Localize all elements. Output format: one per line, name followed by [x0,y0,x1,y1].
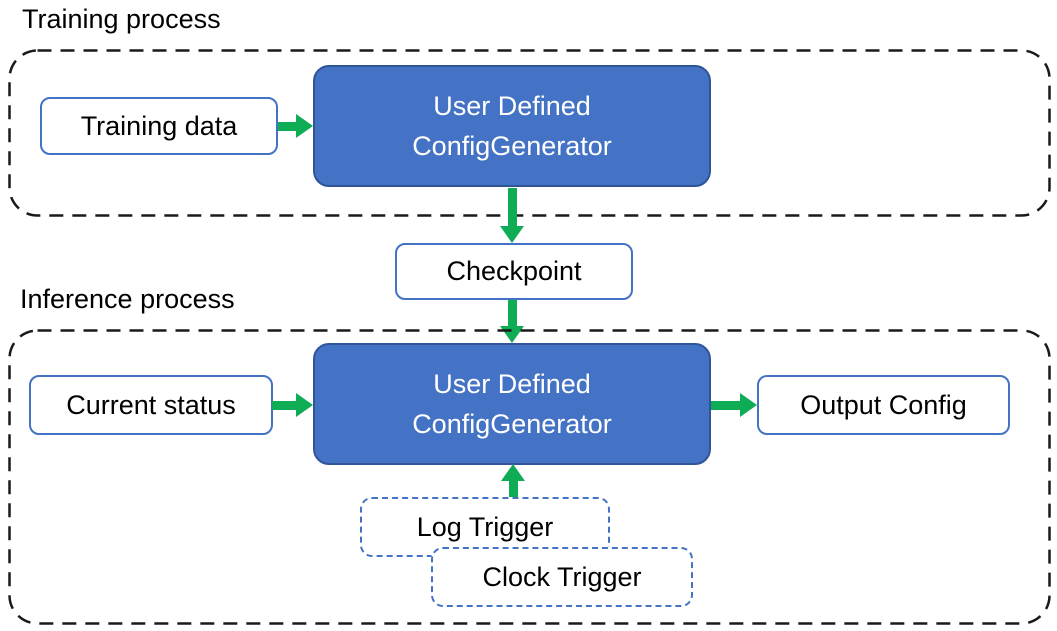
arrow-shaft [508,481,518,498]
generator-label-line2: ConfigGenerator [412,409,612,439]
arrow-head [500,226,524,243]
training-data-label: Training data [80,110,238,141]
arrow-head [740,393,757,417]
inference-config-generator-box: User Defined ConfigGenerator [313,343,711,465]
inference-process-label: Inference process [20,284,235,314]
training-config-generator-box: User Defined ConfigGenerator [313,65,711,187]
log-trigger-label: Log Trigger [416,511,554,542]
training-process-label: Training process [22,4,221,34]
generator-label-line1: User Defined [433,91,591,121]
checkpoint-label: Checkpoint [446,256,582,286]
arrow-head [501,464,525,481]
generator-label-line1: User Defined [433,369,591,399]
generator-label-line2: ConfigGenerator [412,131,612,161]
checkpoint-box: Checkpoint [395,243,633,300]
clock-trigger-label: Clock Trigger [482,561,642,592]
arrow-head [296,393,313,417]
right-arrow-icon-generator-to-output [711,393,757,417]
output-config-box: Output Config [757,375,1010,435]
clock-trigger-box: Clock Trigger [431,547,693,607]
output-config-label: Output Config [800,389,967,420]
right-arrow-icon-training-data-to-generator [278,114,313,138]
arrow-shaft [278,121,296,131]
training-process-container [8,49,1051,217]
current-status-label: Current status [66,389,236,420]
down-arrow-icon-generator-to-checkpoint [500,188,524,243]
arrow-shaft [507,188,517,226]
inference-process-container [8,329,1051,625]
right-arrow-icon-current-status-to-generator [272,393,313,417]
up-arrow-icon-trigger-to-generator [501,464,525,498]
current-status-box: Current status [29,375,273,435]
arrow-shaft [507,300,517,326]
training-data-box: Training data [40,97,278,155]
arrow-head [296,114,313,138]
arrow-shaft [272,400,296,410]
arrow-shaft [711,400,740,410]
